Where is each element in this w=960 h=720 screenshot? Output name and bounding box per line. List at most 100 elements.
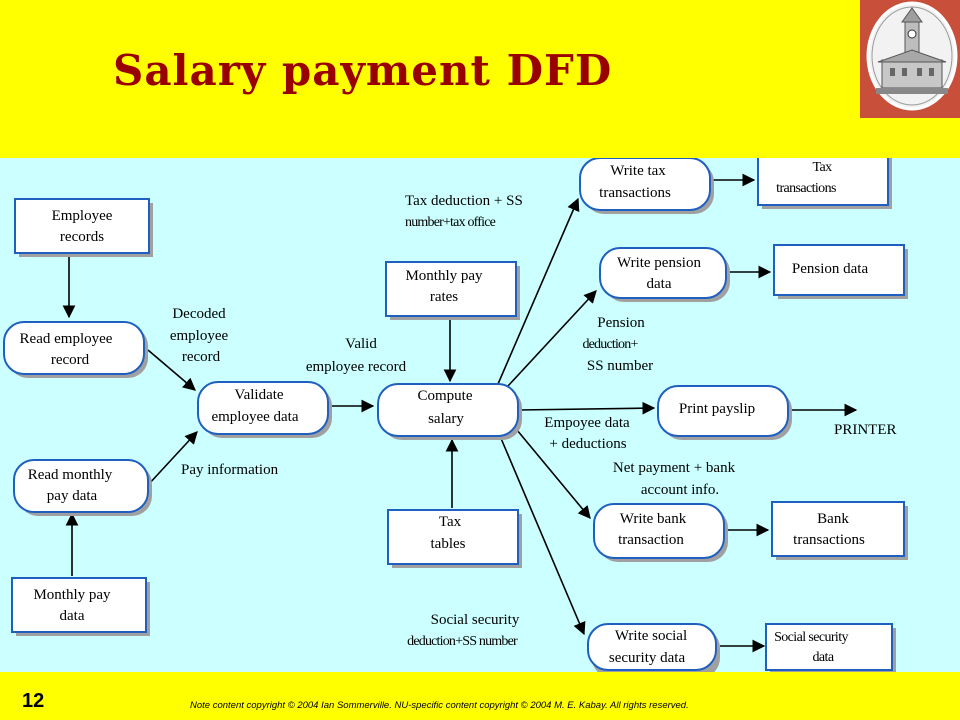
label-decoded-line3: record: [182, 349, 221, 365]
store-tax-transactions-line1: Tax: [813, 160, 833, 175]
flow-compute-to-writetax: [497, 197, 580, 385]
label-social-security-deduction: Social security deduction+SS number: [407, 612, 520, 649]
label-tax-deduction-line2: number+tax office: [405, 215, 496, 230]
store-monthly-pay-data-line1: Monthly pay: [33, 587, 111, 603]
store-monthly-pay-data-line2: data: [60, 608, 85, 624]
label-social-line1: Social security: [431, 612, 520, 628]
process-print-payslip: Print payslip: [657, 385, 792, 440]
store-tax-transactions-line2: transactions: [776, 181, 836, 196]
store-employee-records: Employee records: [14, 198, 153, 257]
label-empdata-line2: + deductions: [549, 436, 626, 452]
store-pension-data: Pension data: [773, 244, 908, 299]
store-social-security-data-line1: Social security: [774, 630, 848, 645]
svg-text:Print payslip: Print payslip: [679, 401, 755, 417]
label-decoded-line2: employee: [170, 328, 229, 344]
label-social-line2: deduction+SS number: [407, 634, 518, 649]
label-net-payment: Net payment + bank account info.: [613, 460, 736, 498]
label-empdata-line1: Empoyee data: [544, 415, 630, 431]
process-write-bank-transaction-line1: Write bank: [620, 511, 687, 527]
label-netpay-line2: account info.: [641, 482, 719, 498]
label-tax-deduction: Tax deduction + SS number+tax office: [405, 193, 523, 230]
flow-compute-to-writesocial: [499, 435, 586, 636]
label-tax-deduction-line1: Tax deduction + SS: [405, 193, 523, 209]
store-monthly-pay-rates-line1: Monthly pay: [405, 268, 483, 284]
label-pension-line1: Pension: [597, 315, 645, 331]
flow-compute-to-printpayslip: [517, 401, 656, 415]
store-bank-transactions-line2: transactions: [793, 532, 865, 548]
process-compute-salary-line1: Compute: [418, 388, 473, 404]
store-bank-transactions: Bank transactions: [771, 501, 908, 560]
process-read-employee-record: Read employee record: [3, 321, 148, 378]
store-monthly-pay-data: Monthly pay data: [11, 577, 150, 636]
process-validate-employee-data-line2: employee data: [211, 409, 298, 425]
store-social-security-data: Social security data: [765, 623, 896, 678]
copyright-notice: Note content copyright © 2004 Ian Sommer…: [190, 700, 689, 711]
store-tax-tables-line2: tables: [431, 536, 466, 552]
process-read-employee-record-line1: Read employee: [20, 331, 113, 347]
process-read-monthly-pay-data-line2: pay data: [47, 488, 98, 504]
process-validate-employee-data: Validate employee data: [197, 381, 332, 438]
store-monthly-pay-rates-line2: rates: [430, 289, 458, 305]
store-pension-data-line1: Pension data: [792, 261, 869, 277]
process-write-pension-data-line2: data: [647, 276, 672, 292]
flow-compute-to-writebank: [511, 423, 591, 519]
process-write-bank-transaction-line2: transaction: [618, 532, 684, 548]
flow-read-to-validate: [147, 349, 196, 391]
dfd-diagram: Employee records Monthly pay data Monthly …: [3, 150, 908, 678]
store-bank-transactions-line1: Bank: [817, 511, 849, 527]
label-valid-line1: Valid: [345, 336, 377, 352]
sink-printer: PRINTER: [834, 422, 897, 438]
flow-compute-to-writepension: [507, 290, 597, 387]
store-employee-records-line2: records: [60, 229, 104, 245]
process-read-monthly-pay-data: Read monthly pay data: [13, 459, 152, 516]
label-decoded-line1: Decoded: [172, 306, 226, 322]
process-compute-salary: Compute salary: [377, 383, 522, 440]
process-print-payslip-line1: Print payslip: [679, 401, 755, 417]
flow-readpay-to-validate: [147, 431, 198, 486]
process-write-social-security-data-line2: security data: [609, 650, 686, 666]
slide-footer: [0, 672, 960, 720]
slide-title: Salary payment DFD: [113, 46, 613, 95]
label-pension-line2: deduction+: [582, 337, 638, 352]
slide-number: 12: [22, 690, 45, 712]
logo: [860, 0, 960, 118]
process-write-tax-transactions-line1: Write tax: [610, 163, 666, 179]
process-write-social-security-data-line1: Write social: [615, 628, 687, 644]
label-pension-deduction: Pension deduction+ SS number: [582, 315, 653, 374]
diagram-canvas: Employee records Monthly pay data Monthly …: [0, 150, 960, 678]
label-pension-line3: SS number: [587, 358, 653, 374]
process-read-employee-record-line2: record: [51, 352, 90, 368]
process-write-bank-transaction: Write bank transaction: [593, 503, 728, 562]
clock-tower-logo-icon: [866, 1, 958, 111]
store-employee-records-line1: Employee: [52, 208, 113, 224]
process-write-pension-data: Write pension data: [599, 247, 730, 302]
process-validate-employee-data-line1: Validate: [234, 387, 283, 403]
slide-header: [0, 0, 960, 158]
process-write-pension-data-line1: Write pension: [617, 255, 701, 271]
process-read-monthly-pay-data-line1: Read monthly: [28, 467, 113, 483]
svg-text:Pension data: Pension data: [792, 261, 869, 277]
store-social-security-data-line2: data: [813, 650, 835, 665]
label-netpay-line1: Net payment + bank: [613, 460, 736, 476]
label-decoded-employee-record: Decoded employee record: [170, 306, 229, 365]
process-write-social-security-data: Write social security data: [587, 623, 720, 678]
label-employee-data-deductions: Empoyee data + deductions: [544, 415, 630, 452]
process-compute-salary-line2: salary: [428, 411, 464, 427]
